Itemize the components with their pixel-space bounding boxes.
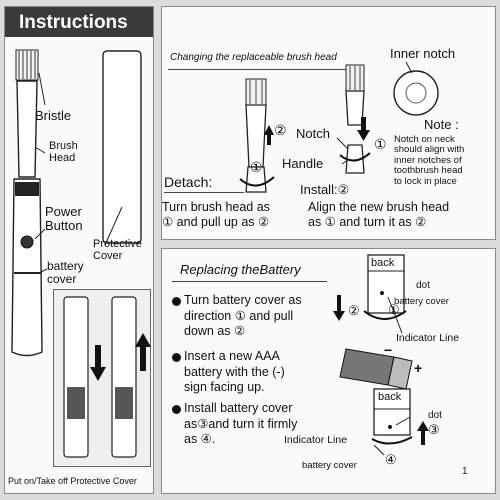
- battery-cover-label: battery cover: [47, 259, 84, 286]
- install-title: Install:②: [300, 182, 350, 197]
- arrow-down-icon: [357, 117, 370, 141]
- step2-bullet: [172, 353, 181, 362]
- arrow-up-icon: [135, 333, 151, 371]
- step2-text: Insert a new AAA battery with the (-) si…: [184, 349, 285, 395]
- instructions-title: Instructions: [19, 12, 128, 33]
- indicator-line-label-bottom: Indicator Line: [284, 434, 348, 446]
- arrow-down-icon: [333, 295, 345, 321]
- circled-one-right: ①: [374, 136, 387, 152]
- left-instructions-panel: Instructions Bristle Brush Head Power Bu…: [4, 6, 154, 494]
- minus-sign: −: [384, 342, 393, 358]
- note-text: Notch on neck should align with inner no…: [394, 134, 465, 187]
- notch-label: Notch: [296, 126, 330, 141]
- plus-sign: +: [414, 360, 423, 376]
- title-divider: [168, 69, 348, 70]
- power-button-label: Power Button: [45, 204, 83, 233]
- indicator-line-label-top: Indicator Line: [396, 332, 460, 344]
- battery-cover-label-top: battery cover: [394, 296, 449, 307]
- cover-caption: Put on/Take off Protective Cover: [8, 476, 137, 486]
- toothbrush-illustration: [11, 49, 142, 357]
- handle-shape: [11, 178, 43, 357]
- circled-two-up: ②: [274, 122, 287, 138]
- dot-label-top: dot: [416, 280, 430, 291]
- inner-notch-label: Inner notch: [390, 46, 456, 61]
- back-label-bottom: back: [378, 391, 402, 403]
- note-title: Note :: [424, 117, 459, 132]
- cover-illustration: [63, 296, 151, 458]
- arrow-up-icon: [264, 125, 274, 145]
- battery-title: Replacing theBattery: [180, 262, 301, 277]
- brush-head-label: Brush Head: [49, 140, 78, 164]
- circled-four-battery: ④: [385, 452, 397, 467]
- detach-divider: [164, 192, 244, 193]
- power-button-icon: [20, 235, 34, 249]
- page-number: 1: [462, 466, 468, 477]
- back-label-top: back: [371, 257, 395, 269]
- battery-icon: [339, 348, 413, 390]
- inner-notch-zoom-icon: [393, 70, 439, 116]
- instructions-header: Instructions: [5, 7, 153, 37]
- detach-title: Detach:: [164, 174, 213, 190]
- arrow-up-icon: [417, 421, 429, 445]
- circled-three-battery: ③: [428, 422, 440, 437]
- dot-label-bottom: dot: [428, 410, 442, 421]
- battery-illustration: [333, 254, 429, 456]
- arrow-down-icon: [90, 345, 106, 381]
- brush-head-shape: [16, 80, 38, 178]
- battery-cover-label-bottom: battery cover: [302, 460, 357, 471]
- bristle-label: Bristle: [35, 108, 72, 123]
- step1-bullet: [172, 297, 181, 306]
- detach-text: Turn brush head as ① and pull up as ②: [162, 200, 270, 229]
- circled-two-battery: ②: [348, 303, 360, 318]
- protective-cover-shape: [102, 50, 142, 244]
- battery-panel: Replacing theBattery Turn battery cover …: [161, 248, 496, 494]
- handle-label: Handle: [282, 156, 324, 171]
- battery-title-divider: [172, 281, 327, 282]
- protective-cover-label: Protective Cover: [93, 238, 142, 262]
- circled-one-left: ①: [250, 159, 263, 175]
- brush-head-illustration: [239, 61, 439, 193]
- brush-head-panel: Changing the replaceable brush head Inne…: [161, 6, 496, 240]
- step3-text: Install battery cover as③and turn it fir…: [184, 401, 298, 447]
- brush-head-title: Changing the replaceable brush head: [170, 52, 337, 63]
- step1-text: Turn battery cover as direction ① and pu…: [184, 293, 302, 339]
- circled-one-battery: ①: [388, 302, 400, 317]
- install-text: Align the new brush head as ① and turn i…: [308, 200, 450, 229]
- bristle-icon: [15, 49, 39, 81]
- step3-bullet: [172, 405, 181, 414]
